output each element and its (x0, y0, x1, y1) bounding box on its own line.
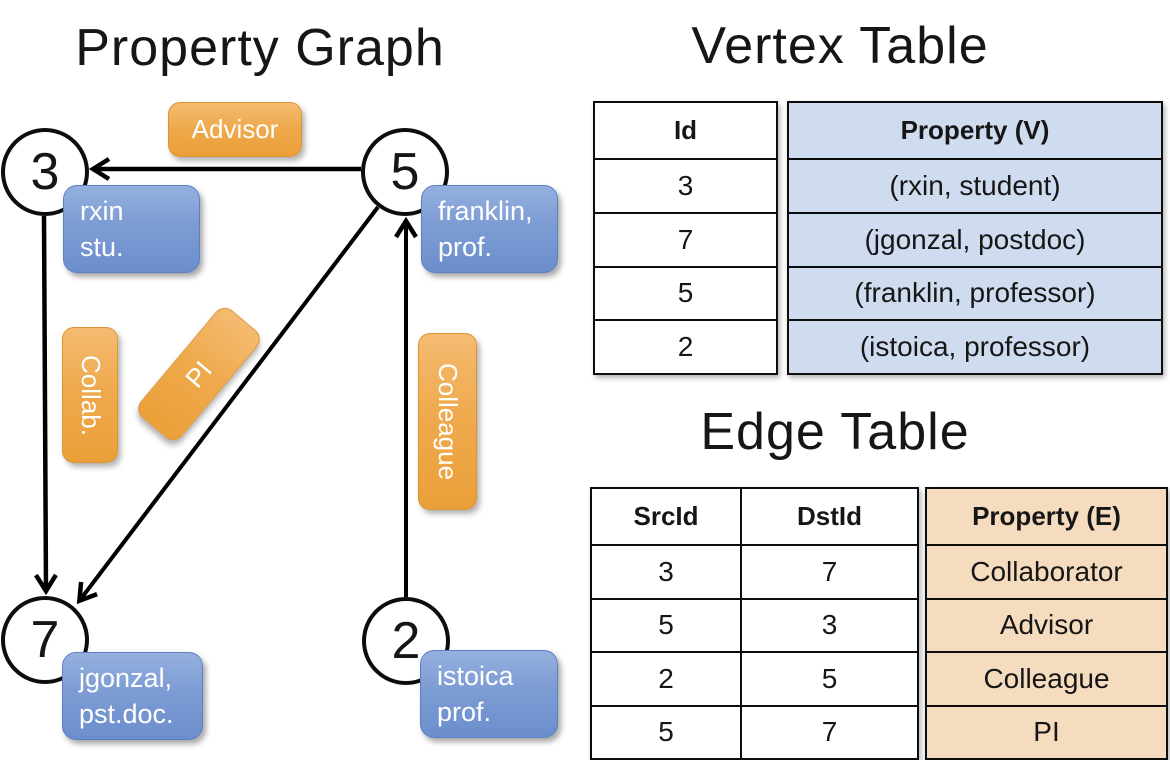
property-graph-title: Property Graph (75, 19, 445, 77)
vertex-prop-box-3: rxin stu. (63, 185, 200, 273)
vertex-prop-box-2: istoica prof. (420, 650, 558, 738)
edge-table-property-column: Property (E) Collaborator Advisor Collea… (925, 487, 1168, 760)
edge-srcid-cell: 5 (590, 597, 742, 653)
edge-3-to-7 (44, 215, 46, 590)
edge-table-src-dst-columns: SrcId DstId 3 7 5 3 2 5 5 7 (590, 487, 919, 760)
vertex-property-cell: (franklin, professor) (787, 265, 1163, 322)
graph-node-5: 5 (361, 128, 449, 216)
vertex-prop-3-line1: rxin (80, 196, 124, 226)
edge-label-colleague-text: Colleague (433, 362, 463, 481)
edge-table-title: Edge Table (700, 403, 970, 461)
edge-table-header-srcid: SrcId (590, 487, 742, 546)
vertex-prop-5-line1: franklin, (438, 196, 533, 226)
vertex-prop-7-line2: pst.doc. (79, 698, 174, 729)
graph-node-3: 3 (1, 128, 89, 216)
vertex-prop-2-line2: prof. (437, 696, 492, 727)
node-2-id: 2 (391, 612, 421, 670)
vertex-id-cell: 7 (593, 211, 778, 268)
edge-dstid-cell: 7 (740, 704, 919, 760)
vertex-property-cell: (rxin, student) (787, 158, 1163, 214)
edge-property-cell: Advisor (925, 597, 1168, 653)
edge-label-advisor-text: Advisor (191, 114, 279, 144)
node-3-id: 3 (30, 143, 60, 201)
vertex-table-property-column: Property (V) (rxin, student) (jgonzal, p… (787, 101, 1163, 375)
vertex-property-cell: (jgonzal, postdoc) (787, 211, 1163, 268)
vertex-table-header-id: Id (593, 101, 778, 160)
edge-property-cell: Collaborator (925, 544, 1168, 600)
edge-dstid-cell: 5 (740, 651, 919, 707)
vertex-prop-5-line2: prof. (438, 231, 493, 262)
vertex-id-cell: 5 (593, 265, 778, 322)
edge-table-header-dstid: DstId (740, 487, 919, 546)
vertex-id-cell: 3 (593, 158, 778, 214)
vertex-table-title: Vertex Table (691, 17, 989, 75)
edge-label-pi: PI (133, 303, 265, 445)
vertex-prop-box-7: jgonzal, pst.doc. (62, 652, 203, 740)
edge-label-advisor: Advisor (168, 102, 302, 157)
edge-srcid-cell: 2 (590, 651, 742, 707)
edge-label-collab: Collab. (62, 327, 118, 463)
vertex-id-cell: 2 (593, 319, 778, 375)
edge-dstid-cell: 7 (740, 544, 919, 600)
edge-srcid-cell: 5 (590, 704, 742, 760)
edge-property-cell: PI (925, 704, 1168, 760)
vertex-property-cell: (istoica, professor) (787, 319, 1163, 375)
edge-label-colleague: Colleague (418, 333, 477, 510)
edge-dstid-cell: 3 (740, 597, 919, 653)
edge-property-cell: Colleague (925, 651, 1168, 707)
vertex-prop-box-5: franklin, prof. (421, 185, 558, 273)
vertex-prop-7-line1: jgonzal, (79, 663, 173, 693)
vertex-table-header-property: Property (V) (787, 101, 1163, 160)
edge-label-collab-text: Collab. (75, 354, 106, 436)
vertex-prop-3-line2: stu. (80, 231, 124, 262)
vertex-table-id-column: Id 3 7 5 2 (593, 101, 778, 375)
edge-table-header-property: Property (E) (925, 487, 1168, 546)
edge-label-pi-text: PI (179, 354, 219, 393)
edge-srcid-cell: 3 (590, 544, 742, 600)
node-7-id: 7 (30, 611, 60, 669)
node-5-id: 5 (390, 143, 420, 201)
vertex-prop-2-line1: istoica (437, 661, 514, 691)
